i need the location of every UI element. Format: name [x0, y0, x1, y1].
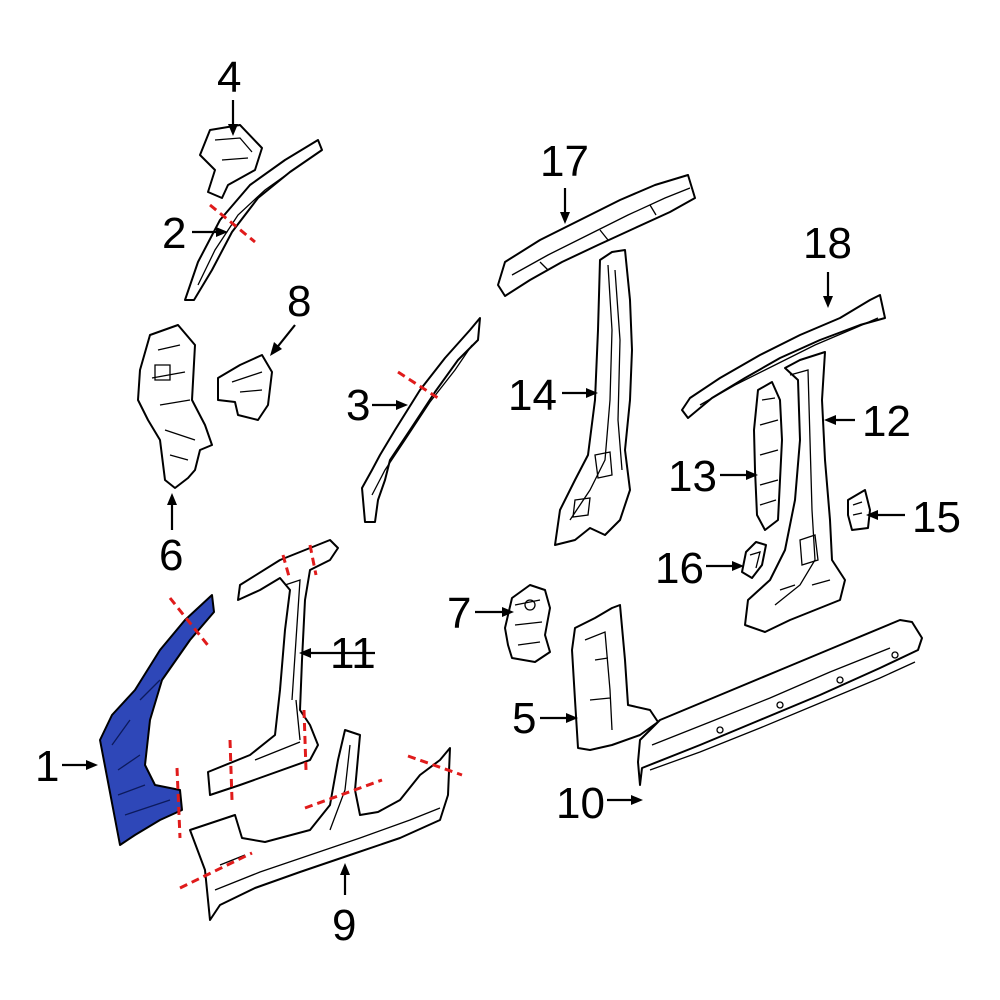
part-1-cut-line-bottom [175, 767, 182, 839]
callout-15[interactable]: 15 [912, 493, 961, 542]
part-3-roof-side-rail[interactable] [361, 317, 481, 523]
part-2-pillar-reinforcement[interactable] [184, 139, 323, 301]
callout-4[interactable]: 4 [217, 53, 241, 102]
part-13-pillar-reinforcement[interactable] [753, 381, 783, 531]
part-10-rocker-rail[interactable] [637, 619, 923, 786]
callout-12[interactable]: 12 [862, 397, 911, 446]
part-11-cut-line-low [228, 739, 234, 801]
part-12-b-pillar-outer[interactable] [744, 351, 846, 633]
part-14-b-pillar-inner[interactable] [554, 249, 633, 546]
callout-6[interactable]: 6 [159, 531, 183, 580]
part-11-cut-line-top-1 [281, 554, 292, 581]
part-5-lower-reinforcement[interactable] [571, 604, 659, 751]
part-7-bracket[interactable] [504, 584, 551, 663]
callout-1[interactable]: 1 [35, 742, 59, 791]
part-1-cut-line-top [168, 597, 212, 649]
part-11-cut-line-mid [302, 709, 308, 771]
callout-16[interactable]: 16 [655, 544, 704, 593]
part-17-roof-rail[interactable] [497, 174, 696, 297]
callout-3[interactable]: 3 [346, 381, 370, 430]
callout-9[interactable]: 9 [332, 901, 356, 950]
callout-10[interactable]: 10 [556, 779, 605, 828]
part-8-bracket[interactable] [217, 354, 273, 421]
part-9-cut-line-left [179, 851, 253, 890]
callout-17[interactable]: 17 [540, 137, 589, 186]
callout-8[interactable]: 8 [287, 277, 311, 326]
part-11-side-frame[interactable] [207, 539, 339, 796]
part-11-cut-line-top-2 [308, 544, 318, 576]
callout-5[interactable]: 5 [512, 694, 536, 743]
callout-18[interactable]: 18 [803, 219, 852, 268]
part-3-cut-line [397, 370, 439, 400]
part-6-inner-panel[interactable] [137, 324, 213, 489]
part-9-sill-panel[interactable] [189, 729, 451, 921]
part-2-cut-line [209, 203, 256, 244]
callout-14[interactable]: 14 [508, 371, 557, 420]
part-18-roof-side-rail[interactable] [681, 294, 886, 419]
callout-13[interactable]: 13 [668, 452, 717, 501]
part-4-bracket[interactable] [199, 124, 263, 199]
part-9-cut-line-mid [304, 778, 383, 810]
callout-2[interactable]: 2 [162, 209, 186, 258]
callout-arrows [62, 100, 905, 895]
part-9-cut-line-right [407, 754, 463, 777]
callout-7[interactable]: 7 [447, 589, 471, 638]
part-16-cover[interactable] [741, 541, 767, 579]
callout-11[interactable]: 11 [330, 629, 376, 678]
part-15-plate[interactable] [847, 489, 871, 531]
